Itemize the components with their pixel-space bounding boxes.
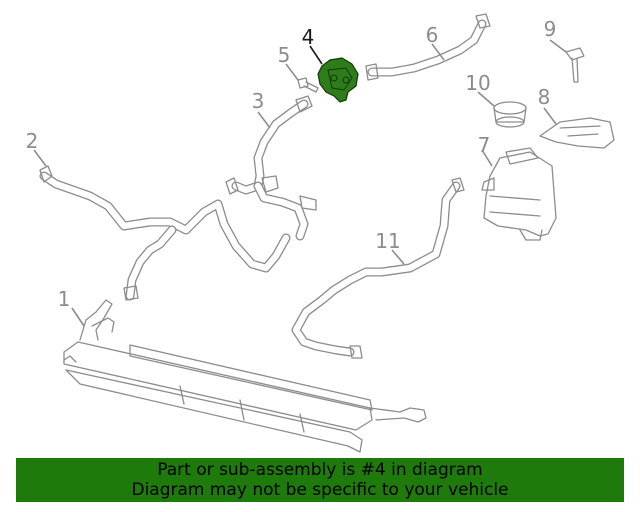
callout-4-highlighted: 4 [302, 25, 315, 49]
callout-6: 6 [426, 23, 439, 47]
callout-8: 8 [538, 85, 551, 109]
parts-diagram: 1 2 3 4 5 6 7 8 9 10 11 [26, 13, 615, 453]
banner-line-disclaimer: Diagram may not be specific to your vehi… [131, 480, 509, 500]
callout-labels: 1 2 3 4 5 6 7 8 9 10 11 [26, 17, 557, 311]
callout-7: 7 [478, 133, 491, 157]
part-info-banner: Part or sub-assembly is #4 in diagram Di… [16, 458, 624, 502]
callout-10: 10 [465, 71, 490, 95]
callout-3: 3 [252, 89, 265, 113]
part-4-bracket-highlighted [317, 57, 359, 103]
callout-2: 2 [26, 129, 39, 153]
part-8-bracket [539, 117, 615, 149]
callout-11: 11 [375, 229, 400, 253]
part-9-stud [565, 47, 585, 83]
callout-5: 5 [278, 43, 291, 67]
callout-9: 9 [544, 17, 557, 41]
part-3-upper-hose [225, 95, 317, 241]
part-6-upper-hose [365, 13, 491, 81]
callout-leaders [33, 39, 567, 327]
part-11-reservoir-hose [291, 177, 465, 359]
part-7-coolant-reservoir [481, 147, 557, 241]
part-1-cooler-assembly [63, 299, 427, 453]
part-5-bolt [297, 77, 319, 93]
part-10-reservoir-cap [493, 101, 527, 128]
part-2-lower-hose [39, 165, 291, 301]
banner-line-part-number: Part or sub-assembly is #4 in diagram [157, 460, 483, 480]
callout-1: 1 [58, 287, 71, 311]
